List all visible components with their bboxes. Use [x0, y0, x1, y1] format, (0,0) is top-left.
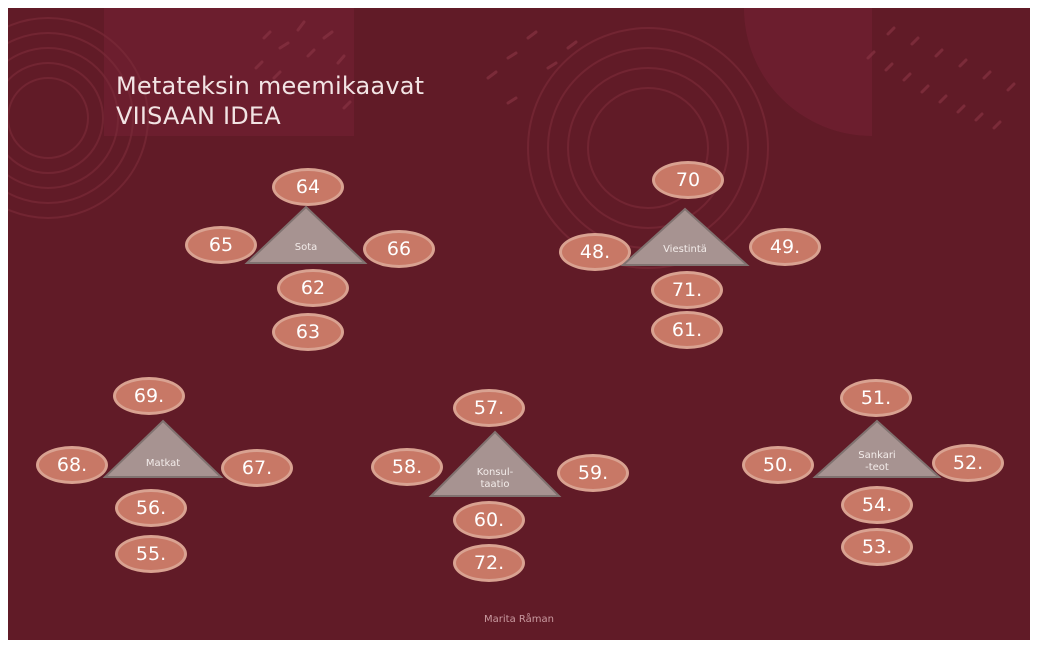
triangle-label: Viestintä	[663, 244, 707, 255]
triangle-shape	[812, 419, 942, 478]
background-decoration	[8, 8, 1016, 269]
oval-below-1: 60.	[453, 501, 525, 539]
triangle-label: Sota	[294, 242, 318, 253]
oval-left: 48.	[559, 233, 631, 271]
slide-title: Metateksin meemikaavat	[116, 72, 425, 100]
oval-below-2: 53.	[841, 528, 913, 566]
oval-right: 52.	[932, 444, 1004, 482]
triangle-shape	[428, 430, 562, 497]
triangle-node: Matkat	[102, 419, 224, 478]
oval-below-2: 72.	[453, 544, 525, 582]
oval-top: 70	[652, 161, 724, 199]
triangle-node: Sota	[244, 205, 368, 264]
triangle-label: Matkat	[145, 458, 181, 469]
oval-top: 64	[272, 168, 344, 206]
oval-below-1: 62	[277, 269, 349, 307]
triangle-shape	[244, 205, 368, 264]
oval-top: 51.	[840, 379, 912, 417]
footer-author: Marita Råman	[484, 614, 554, 625]
triangle-label: Sankari -teot	[858, 450, 896, 473]
triangle-shape	[620, 207, 750, 266]
oval-top: 69.	[113, 377, 185, 415]
oval-below-1: 71.	[651, 271, 723, 309]
triangle-node: Sankari -teot	[812, 419, 942, 478]
oval-right: 49.	[749, 228, 821, 266]
triangle-shape	[102, 419, 224, 478]
oval-left: 50.	[742, 446, 814, 484]
oval-right: 67.	[221, 449, 293, 487]
oval-right: 59.	[557, 454, 629, 492]
triangle-node: Viestintä	[620, 207, 750, 266]
slide: Metateksin meemikaavat VIISAAN IDEA 64 6…	[8, 8, 1030, 640]
oval-right: 66	[363, 230, 435, 268]
oval-left: 68.	[36, 446, 108, 484]
triangle-label: Konsul- taatio	[476, 467, 514, 490]
oval-below-1: 56.	[115, 489, 187, 527]
oval-below-2: 63	[272, 313, 344, 351]
oval-below-1: 54.	[841, 486, 913, 524]
slide-subtitle: VIISAAN IDEA	[116, 102, 281, 130]
oval-below-2: 61.	[651, 311, 723, 349]
oval-below-2: 55.	[115, 535, 187, 573]
oval-top: 57.	[453, 389, 525, 427]
oval-left: 58.	[371, 448, 443, 486]
oval-left: 65	[185, 226, 257, 264]
triangle-node: Konsul- taatio	[428, 430, 562, 497]
